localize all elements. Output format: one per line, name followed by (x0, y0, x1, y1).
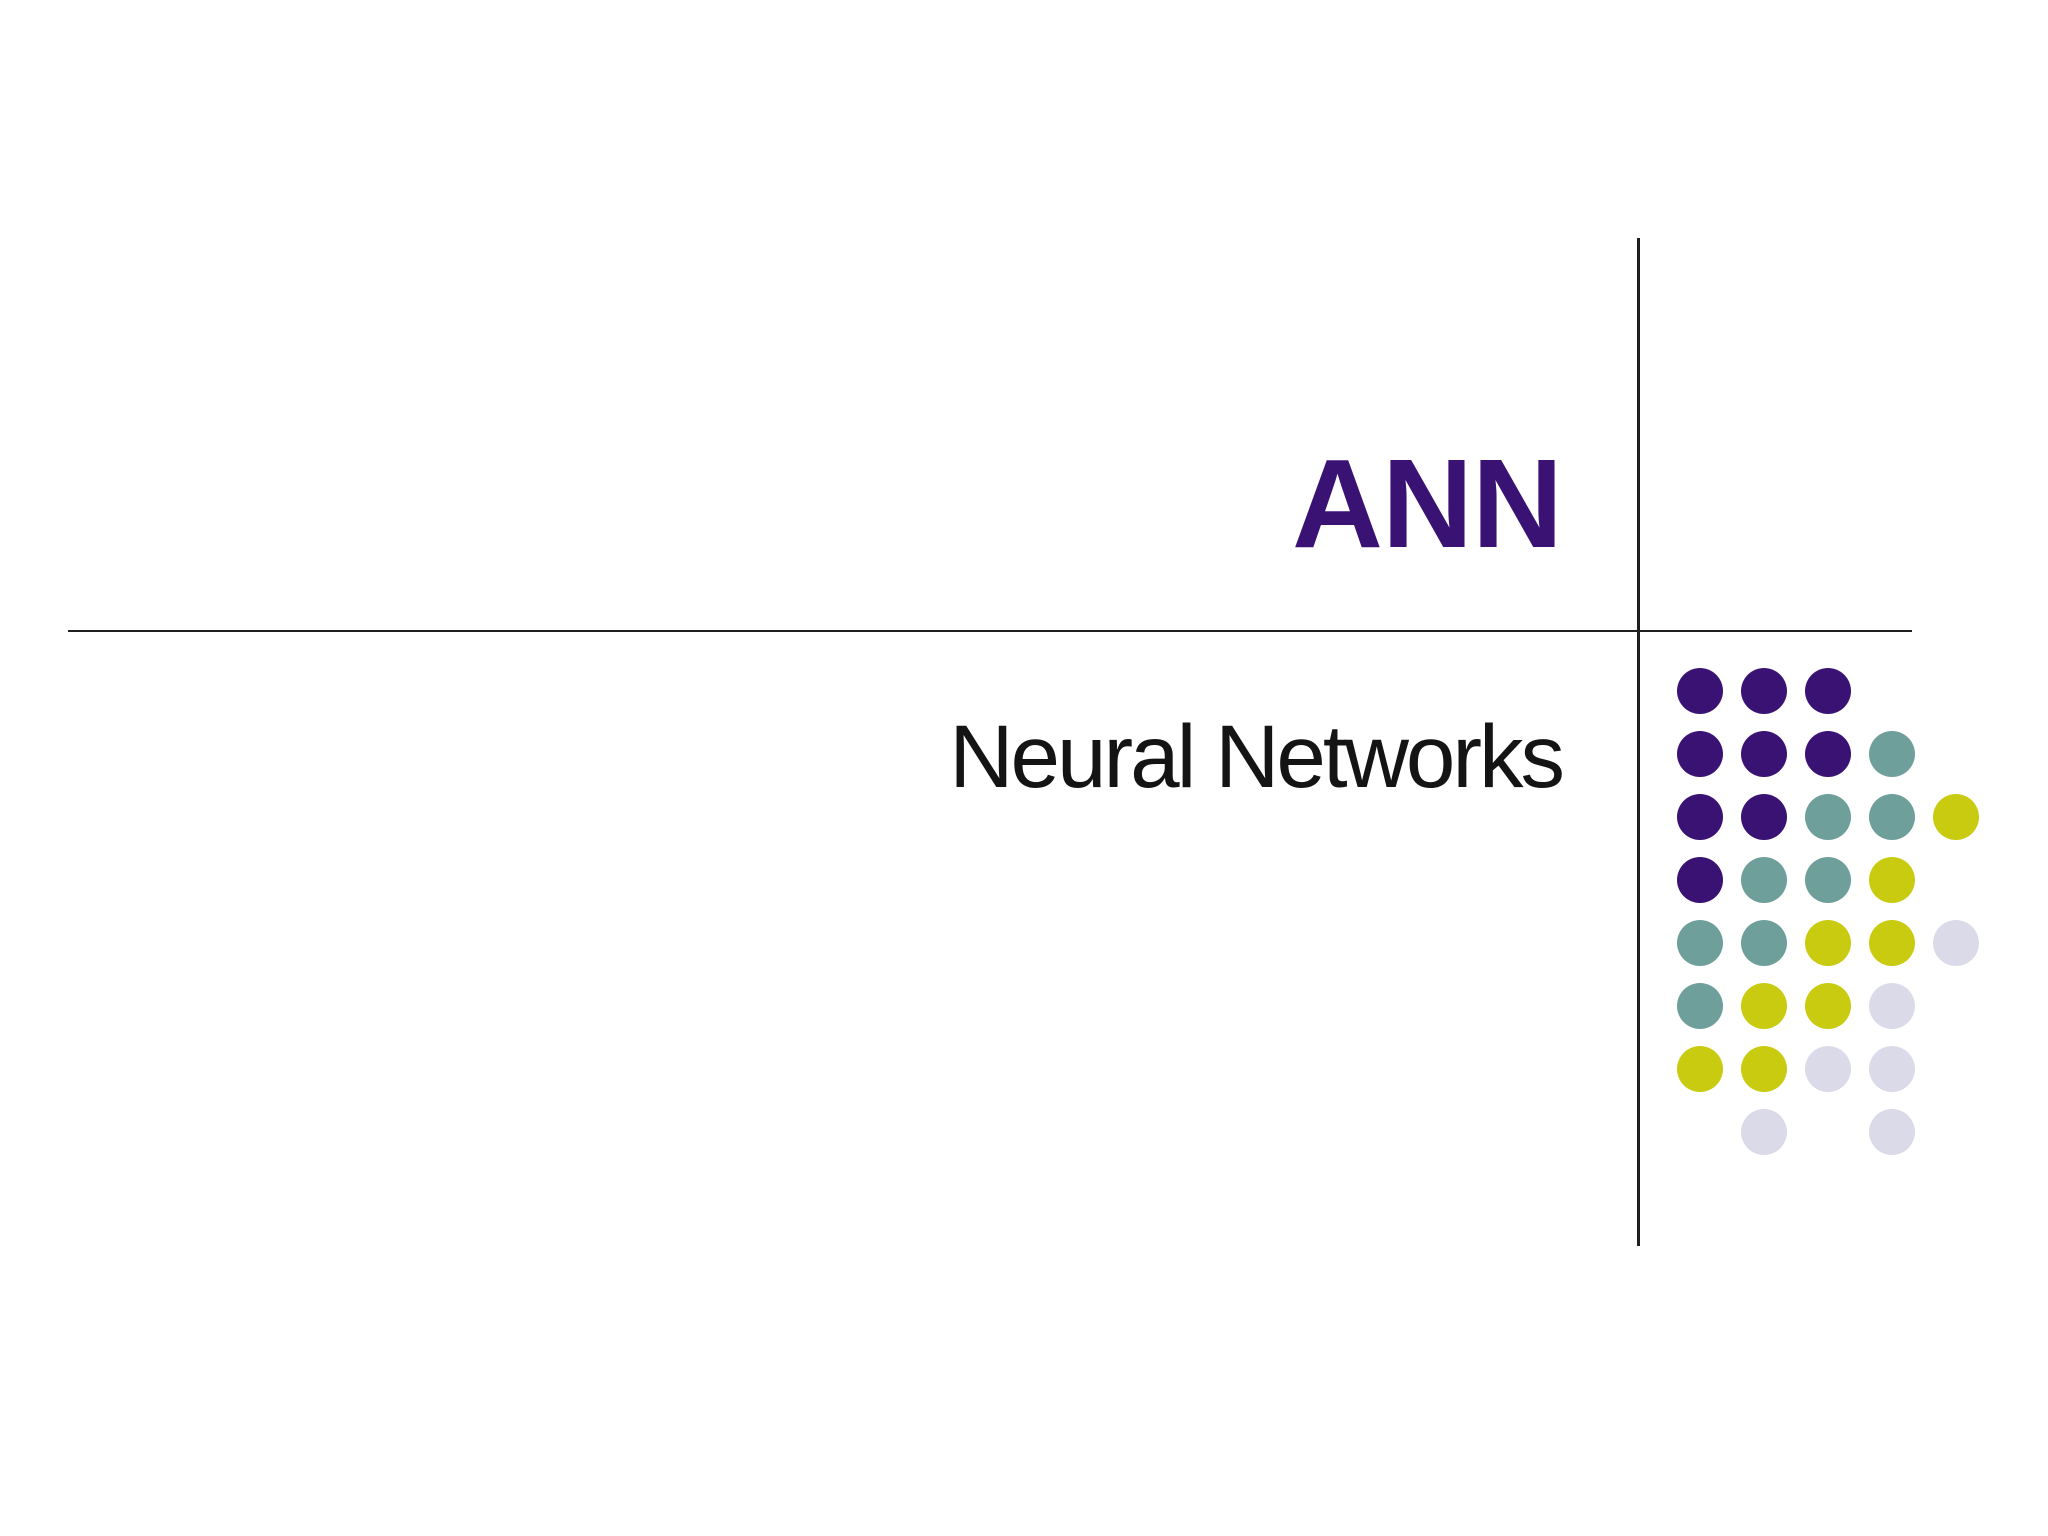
decorative-dot-teal (1677, 920, 1723, 966)
decorative-dot-yellow (1869, 857, 1915, 903)
decorative-dot-lavender (1869, 983, 1915, 1029)
decorative-dot-teal (1869, 794, 1915, 840)
decorative-dot-yellow (1933, 794, 1979, 840)
decorative-dot-lavender (1741, 1109, 1787, 1155)
decorative-dot-yellow (1741, 1046, 1787, 1092)
decorative-dot-lavender (1805, 1046, 1851, 1092)
decorative-dot-teal (1869, 731, 1915, 777)
decorative-dot-yellow (1805, 920, 1851, 966)
decorative-dot-lavender (1869, 1109, 1915, 1155)
decorative-dot-teal (1805, 857, 1851, 903)
decorative-dot-lavender (1933, 920, 1979, 966)
decorative-dot-lavender (1869, 1046, 1915, 1092)
decorative-dot-purple (1677, 668, 1723, 714)
decorative-dot-purple (1741, 731, 1787, 777)
decorative-dot-purple (1741, 794, 1787, 840)
decorative-dot-purple (1805, 731, 1851, 777)
horizontal-divider-line (68, 630, 1912, 632)
decorative-dot-purple (1741, 668, 1787, 714)
decorative-dot-purple (1677, 857, 1723, 903)
decorative-dot-teal (1677, 983, 1723, 1029)
decorative-dot-yellow (1677, 1046, 1723, 1092)
slide-subtitle: Neural Networks (949, 706, 1565, 806)
decorative-dot-yellow (1869, 920, 1915, 966)
decorative-dot-yellow (1741, 983, 1787, 1029)
decorative-dot-teal (1741, 857, 1787, 903)
decorative-dot-purple (1805, 668, 1851, 714)
decorative-dot-teal (1805, 794, 1851, 840)
decorative-dot-purple (1677, 731, 1723, 777)
vertical-divider-line (1636, 238, 1640, 1246)
decorative-dot-yellow (1805, 983, 1851, 1029)
slide-title: ANN (1292, 433, 1563, 574)
decorative-dot-teal (1741, 920, 1787, 966)
decorative-dot-purple (1677, 794, 1723, 840)
